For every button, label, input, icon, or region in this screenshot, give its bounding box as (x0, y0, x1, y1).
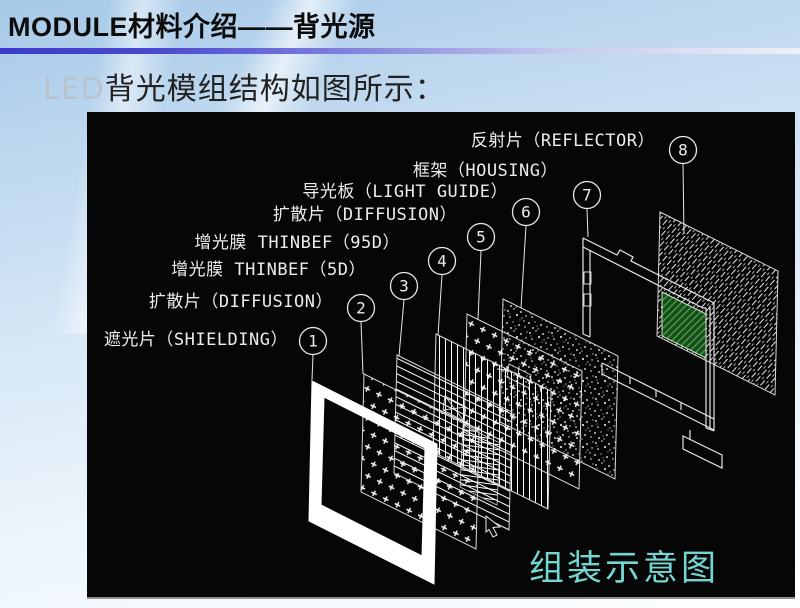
subtitle-led-prefix: LED (43, 72, 105, 107)
cursor-arrow-icon (485, 514, 502, 538)
label-bef-95d: 增光膜 THINBEF（95D） (194, 233, 400, 253)
layer-7-housing (582, 237, 723, 469)
layer-2-diffusion (360, 373, 480, 550)
label-shielding: 遮光片（SHIELDING） (104, 330, 288, 350)
callout-8: 8 (668, 135, 698, 165)
callout-4: 4 (427, 246, 457, 276)
svg-text:2: 2 (356, 299, 366, 318)
page-title: MODULE材料介绍——背光源 (8, 12, 376, 42)
svg-text:6: 6 (521, 203, 531, 222)
svg-text:4: 4 (437, 252, 447, 271)
housing-led-board-green (661, 291, 707, 359)
layer-8-reflector (656, 211, 779, 396)
callout-7: 7 (572, 180, 602, 210)
svg-text:5: 5 (476, 228, 486, 247)
callout-6: 6 (511, 197, 541, 227)
subtitle: LED背光模组结构如图所示： (43, 64, 446, 108)
svg-text:1: 1 (308, 332, 318, 351)
subtitle-text: 背光模组结构如图所示： (104, 72, 446, 107)
title-divider (0, 48, 800, 54)
label-reflector: 反射片（REFLECTOR） (471, 131, 655, 151)
callout-3: 3 (389, 271, 419, 301)
diagram-panel: 8 7 6 5 4 (87, 112, 795, 599)
svg-text:3: 3 (399, 277, 409, 296)
housing-foot (682, 430, 723, 469)
leader-lines (311, 163, 685, 381)
callout-1: 1 (298, 326, 328, 356)
callout-5: 5 (466, 222, 496, 252)
label-diffusion-upper: 扩散片（DIFFUSION） (273, 205, 457, 225)
layer-1-shielding-frame (308, 380, 438, 585)
diagram-caption: 组装示意图 (529, 549, 719, 589)
label-diffusion-lower: 扩散片（DIFFUSION） (149, 292, 333, 312)
callout-2: 2 (346, 293, 376, 323)
svg-text:7: 7 (582, 186, 592, 205)
diagram-canvas: 8 7 6 5 4 (87, 112, 795, 597)
svg-text:8: 8 (678, 141, 688, 160)
label-housing: 框架（HOUSING） (413, 161, 558, 181)
label-light-guide: 导光板（LIGHT GUIDE） (302, 182, 508, 202)
label-bef-5d: 增光膜 THINBEF（5D） (171, 260, 366, 280)
